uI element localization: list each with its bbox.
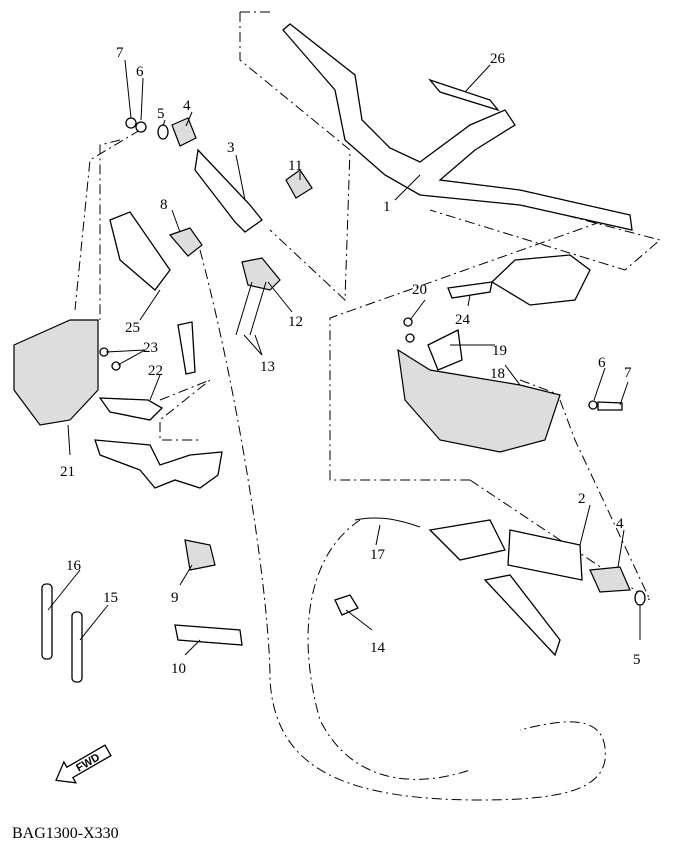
collar-5-left: [157, 124, 169, 140]
clutch-lever-master: [94, 439, 223, 489]
mirror-left-25: [109, 211, 171, 291]
callout-13: 13: [260, 359, 275, 375]
leader-lines: [47, 59, 641, 656]
callout-14: 14: [370, 640, 386, 656]
callout-4-right: 4: [616, 516, 624, 532]
callout-16: 16: [66, 558, 82, 574]
cable-path-2: [307, 519, 471, 780]
mirror-stem-24: [447, 281, 493, 299]
bracket-19: [427, 329, 463, 371]
throttle-grip-2: [507, 529, 583, 581]
mirror-right-24: [490, 254, 591, 306]
handguard-left-21: [13, 319, 99, 426]
callout-7-right: 7: [624, 365, 632, 381]
mirror-stem-25: [177, 321, 196, 375]
diagram-code: BAG1300-X330: [12, 825, 119, 842]
handlebar-sticker: [428, 78, 500, 112]
callout-1: 1: [383, 199, 391, 215]
callout-6-right: 6: [598, 355, 606, 371]
washer-6-left: [135, 121, 147, 133]
callout-9: 9: [171, 590, 179, 606]
fwd-label: FWD: [74, 752, 102, 775]
bracket-22: [98, 397, 164, 421]
clamp-10: [174, 624, 243, 646]
callout-2: 2: [578, 491, 586, 507]
grip-3: [194, 148, 263, 233]
group-outline-handlebar: [239, 11, 662, 302]
callout-8: 8: [160, 197, 168, 213]
bolt-7-left: [125, 117, 137, 129]
callout-3: 3: [227, 140, 235, 156]
bolt-20b: [405, 333, 415, 343]
washer-6-right: [588, 400, 598, 410]
fwd-arrow-icon: FWD: [55, 744, 112, 784]
callout-5-left: 5: [157, 106, 165, 122]
callout-7-left: 7: [116, 45, 124, 61]
callout-10: 10: [171, 661, 186, 677]
handlebar: [282, 23, 633, 231]
cable-path: [199, 249, 606, 801]
clamp-9: [184, 539, 216, 571]
callout-4-left: 4: [183, 98, 191, 114]
callout-labels: 1 2 3 4 4 5 5 6 6 7 7 8 9 10 11 12 13 14…: [60, 45, 641, 677]
callout-21: 21: [60, 464, 75, 480]
callout-23: 23: [143, 340, 158, 356]
callout-22: 22: [148, 363, 163, 379]
callout-18: 18: [490, 366, 505, 382]
callout-17: 17: [370, 547, 386, 563]
clamp-14: [334, 594, 359, 616]
cable-17: [354, 517, 421, 528]
callout-25: 25: [125, 320, 140, 336]
callout-26: 26: [490, 51, 506, 67]
group-outline-left: [74, 129, 211, 441]
callout-24: 24: [455, 312, 471, 328]
handguard-right-18: [397, 348, 561, 453]
bolt-7-right: [597, 401, 623, 411]
bar-end-4-right: [589, 566, 631, 593]
callout-5-right: 5: [633, 652, 641, 668]
callout-15: 15: [103, 590, 118, 606]
callout-12: 12: [288, 314, 303, 330]
collar-5-right: [634, 590, 646, 606]
band-16: [41, 583, 53, 660]
bolt-23b: [111, 361, 121, 371]
band-15: [71, 611, 83, 683]
switch-upper-11: [285, 169, 313, 199]
throttle-housing: [428, 519, 506, 561]
group-outline-right: [329, 214, 651, 601]
callout-6-left: 6: [136, 64, 144, 80]
bar-end-4-left: [171, 117, 197, 147]
screws-13: [235, 281, 267, 336]
callout-11: 11: [288, 158, 302, 174]
switch-lower-12: [241, 257, 281, 291]
callout-20: 20: [412, 282, 427, 298]
callout-19: 19: [492, 343, 507, 359]
cable-holder-8: [168, 227, 203, 257]
brake-lever: [483, 574, 561, 657]
